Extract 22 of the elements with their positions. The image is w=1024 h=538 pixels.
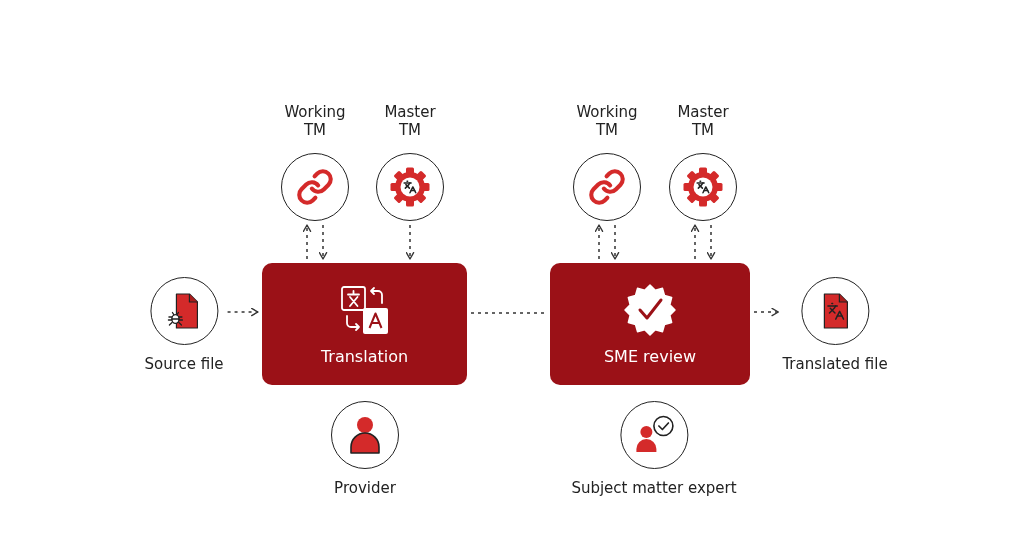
- dashed-arrow: [690, 224, 700, 260]
- node-label: Working TM: [575, 103, 639, 139]
- node-label: Subject matter expert: [571, 479, 737, 497]
- node-label: Translated file: [782, 355, 888, 373]
- dashed-arrow: [318, 224, 328, 260]
- process-label: Translation: [320, 347, 409, 367]
- dashed-arrow: [753, 307, 780, 317]
- process-box: [550, 263, 750, 385]
- dashed-arrow: [226, 307, 259, 317]
- dashed-arrow: [610, 224, 620, 260]
- node-label: Provider: [334, 479, 396, 497]
- process-box: [262, 263, 467, 385]
- dashed-arrow: [594, 224, 604, 260]
- node-label: Master TM: [383, 103, 437, 139]
- node-label: Working TM: [283, 103, 347, 139]
- process-label: SME review: [603, 347, 697, 367]
- dashed-arrow: [706, 224, 716, 260]
- dashed-connector: [470, 312, 547, 314]
- dashed-arrow: [302, 224, 312, 260]
- node-label: Source file: [144, 355, 224, 373]
- dashed-arrow: [405, 224, 415, 260]
- node-label: Master TM: [676, 103, 730, 139]
